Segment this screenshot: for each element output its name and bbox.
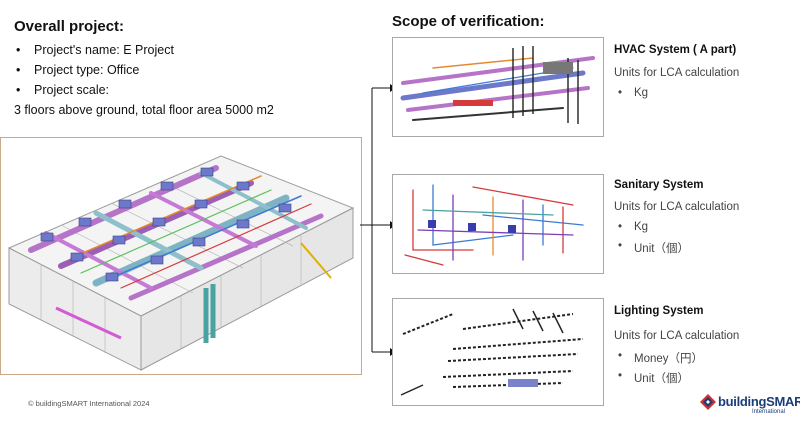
building-mep-model-drawing <box>7 155 355 371</box>
copyright-footer: © buildingSMART International 2024 <box>28 399 150 408</box>
sanitary-unit-item: •Unit（個） <box>618 240 689 255</box>
sanitary-model-image <box>392 174 604 274</box>
building-model-image <box>0 137 362 375</box>
logo-tagline: International <box>752 409 786 415</box>
bullet-text: Project's name: E Project <box>34 43 174 57</box>
sanitary-unit-item: •Kg <box>618 221 649 233</box>
connector-arrows <box>360 84 396 356</box>
hvac-model-drawing <box>400 46 595 124</box>
logo-name: buildingSMART <box>718 394 800 409</box>
lighting-model-drawing <box>400 308 584 396</box>
sanitary-model-drawing <box>404 184 584 266</box>
hvac-units-label: Units for LCA calculation <box>614 67 740 79</box>
lighting-unit-item: •Money（円） <box>618 350 704 365</box>
unit-text: Kg <box>634 221 649 233</box>
buildingsmart-logo: buildingSMART International <box>700 392 800 416</box>
unit-text: Money（円） <box>634 353 704 365</box>
bullet-project-scale: •Project scale: <box>16 83 110 97</box>
bullet-text: Project type: Office <box>34 63 140 77</box>
hvac-system-title: HVAC System ( A part) <box>614 44 737 56</box>
bullet-text: Project scale: <box>34 83 110 97</box>
bullet-project-type: •Project type: Office <box>16 63 140 77</box>
unit-text: Unit（個） <box>634 243 689 255</box>
project-scale-detail: 3 floors above ground, total floor area … <box>14 103 274 117</box>
lighting-system-title: Lighting System <box>614 305 704 317</box>
lighting-model-image <box>392 298 604 406</box>
overall-project-title: Overall project: <box>14 18 125 35</box>
hvac-unit-item: •Kg <box>618 87 649 99</box>
bullet-project-name: •Project's name: E Project <box>16 43 174 57</box>
sanitary-units-label: Units for LCA calculation <box>614 201 740 213</box>
unit-text: Kg <box>634 87 649 99</box>
hvac-model-image <box>392 37 604 137</box>
logo-mark-icon <box>700 394 716 410</box>
scope-title: Scope of verification: <box>392 13 545 30</box>
sanitary-system-title: Sanitary System <box>614 179 704 191</box>
lighting-unit-item: •Unit（個） <box>618 370 689 385</box>
unit-text: Unit（個） <box>634 373 689 385</box>
lighting-units-label: Units for LCA calculation <box>614 330 740 342</box>
